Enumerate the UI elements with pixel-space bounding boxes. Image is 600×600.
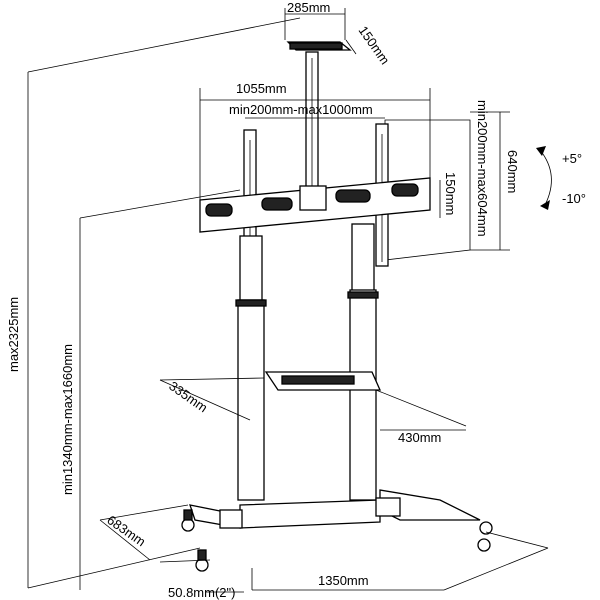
max-height-dimension [27, 17, 301, 589]
bracket-width-label: 1055mm [236, 81, 287, 96]
tilt-arrow-icon [536, 146, 552, 210]
bracket-width-dimension [199, 88, 431, 210]
stand-columns [235, 223, 379, 501]
height-range-dimension [79, 189, 241, 590]
caster-wheels [181, 509, 493, 572]
tilt-up-label: +5° [562, 151, 582, 166]
stand-base [189, 489, 481, 529]
tv-screen-outline [384, 111, 510, 261]
top-pole [305, 51, 319, 193]
base-width-label: 1350mm [318, 573, 369, 588]
caster-size-label: 50.8mm(2") [168, 585, 235, 600]
tilt-down-label: -10° [562, 191, 586, 206]
height-range-label: min1340mm-max1660mm [60, 344, 75, 495]
middle-shelf [159, 371, 467, 431]
bracket-height-label: 640mm [505, 150, 520, 193]
horizontal-bracket [199, 177, 431, 233]
vesa-vertical-label: min200mm-max604mm [475, 100, 490, 237]
shelf-depth-label: 335mm [166, 378, 210, 415]
top-width-label: 285mm [287, 0, 330, 15]
arm-height-label: 150mm [443, 172, 458, 215]
base-dimensions [99, 504, 549, 593]
top-depth-label: 150mm [356, 23, 393, 67]
base-depth-label: 683mm [104, 512, 148, 549]
top-camera-tray [284, 8, 357, 55]
shelf-width-label: 430mm [398, 430, 441, 445]
max-height-label: max2325mm [6, 297, 21, 372]
vesa-horizontal-label: min200mm-max1000mm [229, 102, 373, 117]
